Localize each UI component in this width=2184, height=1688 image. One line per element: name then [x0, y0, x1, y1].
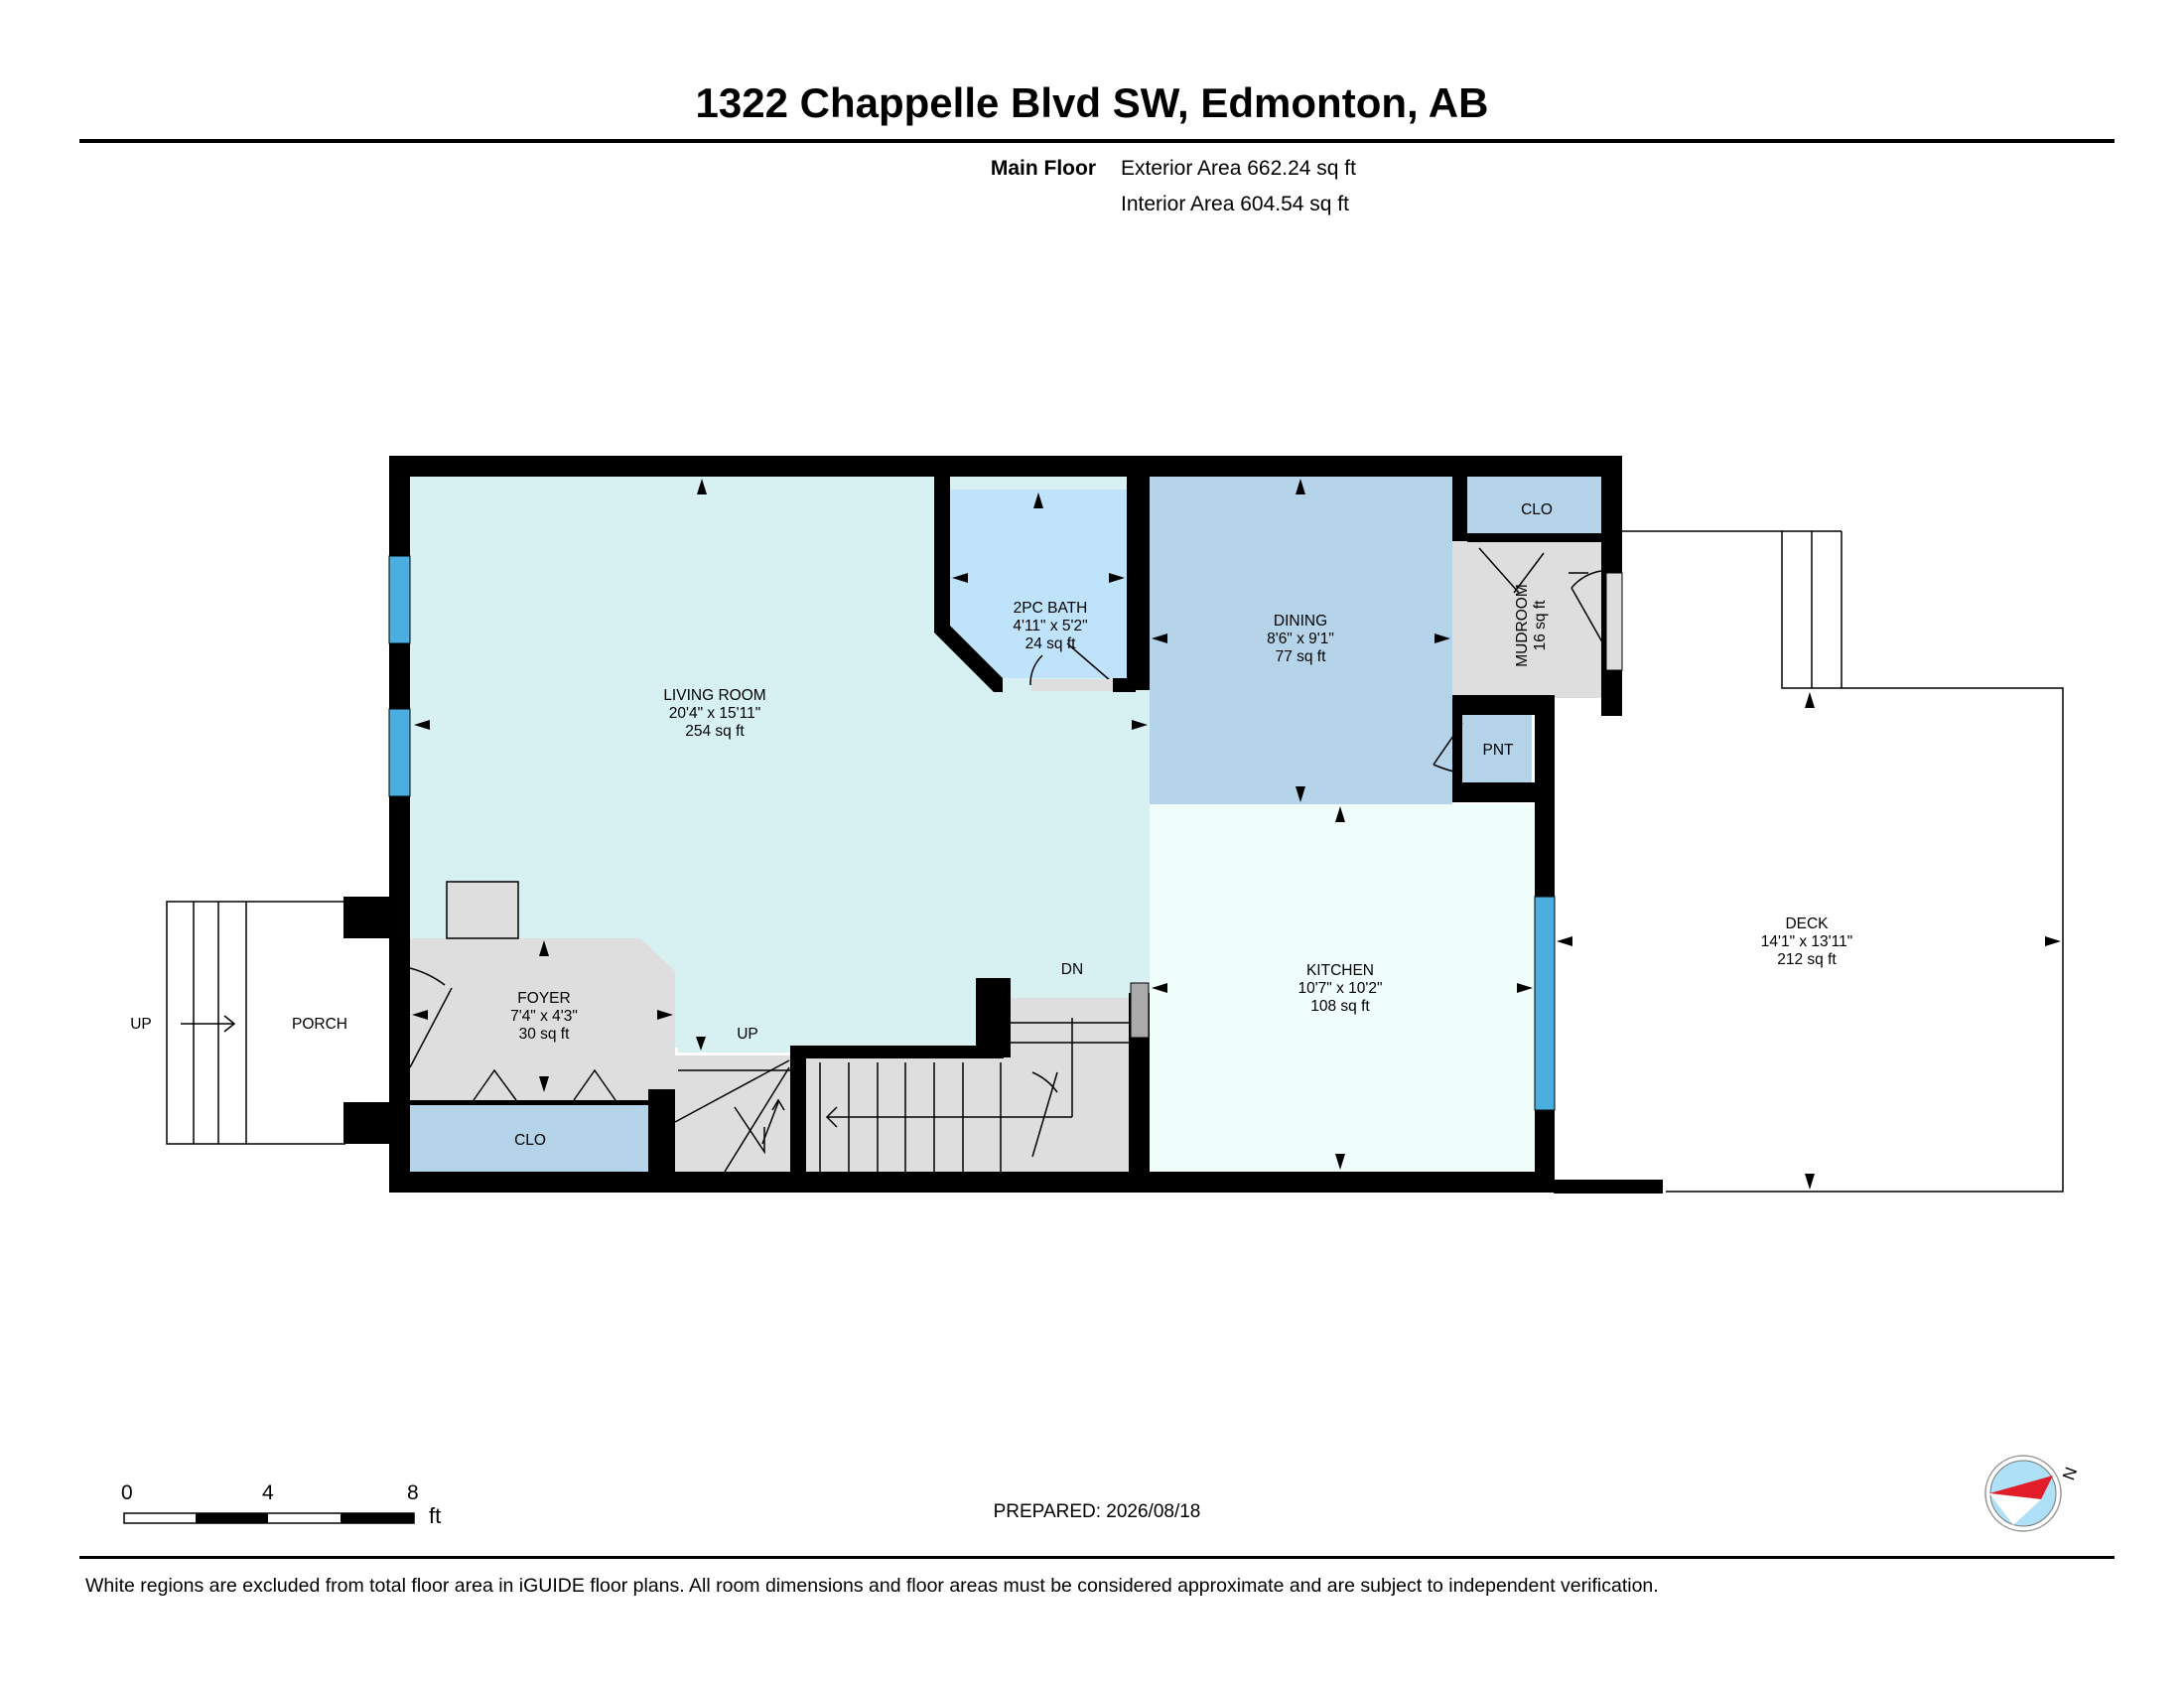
- scale-label-8: 8: [407, 1481, 419, 1504]
- prepared-date: PREPARED: 2026/08/18: [993, 1501, 1201, 1522]
- bath-dims: 4'11" x 5'2": [1013, 618, 1087, 634]
- scale-label-0: 0: [121, 1481, 133, 1504]
- deck-name: DECK: [1785, 915, 1829, 932]
- disclaimer: White regions are excluded from total fl…: [85, 1575, 1659, 1597]
- foyer-area: 30 sq ft: [519, 1026, 571, 1043]
- closet-top-fill: [1467, 477, 1601, 541]
- closet-doors: [473, 1068, 616, 1101]
- dining-name: DINING: [1274, 613, 1327, 630]
- deck-area: 212 sq ft: [1777, 951, 1837, 968]
- mudroom-door-threshold: [1605, 572, 1623, 671]
- living-room-dims: 20'4" x 15'11": [669, 705, 760, 722]
- interior-dn-label: DN: [1061, 961, 1083, 978]
- scale-unit: ft: [429, 1503, 442, 1528]
- porch-name: PORCH: [292, 1016, 347, 1033]
- closet-foyer-fill: [410, 1105, 648, 1172]
- living-room-area: 254 sq ft: [685, 723, 745, 740]
- dimension-arrows: [412, 479, 2061, 1190]
- closet-foyer-name: CLO: [514, 1132, 546, 1149]
- north-arrow-icon: N: [1983, 1452, 2083, 1540]
- footer-divider: [79, 1556, 2115, 1559]
- porch-stair-label: UP: [130, 1016, 152, 1033]
- deck-dims: 14'1" x 13'11": [1761, 933, 1852, 950]
- porch-outline: [166, 901, 345, 1145]
- scale-label-4: 4: [262, 1481, 274, 1504]
- pantry-fill: [1462, 715, 1532, 782]
- floor-name: Main Floor: [990, 157, 1096, 180]
- interior-area: Interior Area 604.54 sq ft: [1121, 193, 1349, 215]
- kitchen-area: 108 sq ft: [1310, 998, 1370, 1015]
- room-labels: LIVING ROOM 20'4" x 15'11" 254 sq ft 2PC…: [130, 501, 1852, 1149]
- interior-up-label: UP: [737, 1026, 758, 1043]
- stair-main-area: [804, 1057, 1132, 1172]
- compass-label: N: [2059, 1465, 2081, 1482]
- bath-area: 24 sq ft: [1025, 635, 1077, 652]
- dining-fill: [1150, 477, 1452, 804]
- header-divider: [79, 139, 2115, 143]
- pantry-name: PNT: [1483, 742, 1515, 759]
- dining-area: 77 sq ft: [1276, 648, 1327, 665]
- mudroom-name: MUDROOM: [1514, 584, 1531, 667]
- stair-dn-area: [1011, 998, 1132, 1057]
- stair-rail: [1130, 982, 1150, 1039]
- exterior-area: Exterior Area 662.24 sq ft: [1121, 157, 1356, 180]
- mudroom-area: 16 sq ft: [1532, 600, 1549, 651]
- windows: [388, 555, 1556, 1111]
- walls: [343, 456, 1663, 1194]
- page-title: 1322 Chappelle Blvd SW, Edmonton, AB: [695, 79, 1489, 126]
- living-room-name: LIVING ROOM: [663, 687, 765, 704]
- kitchen-name: KITCHEN: [1306, 962, 1374, 979]
- foyer-name: FOYER: [517, 990, 570, 1007]
- deck-outline: [1621, 530, 2064, 1193]
- kitchen-dims: 10'7" x 10'2": [1297, 980, 1382, 997]
- bath-door-threshold: [1031, 679, 1113, 691]
- storage-box: [446, 881, 519, 939]
- foyer-dims: 7'4" x 4'3": [510, 1008, 578, 1025]
- dining-dims: 8'6" x 9'1": [1267, 631, 1334, 647]
- kitchen-fill: [1150, 804, 1535, 1172]
- foyer-fill: [410, 938, 675, 1102]
- stair-treads: [674, 1018, 1129, 1173]
- bath-fill: [950, 490, 1127, 678]
- bath-name: 2PC BATH: [1014, 600, 1088, 617]
- scale-bar: [123, 1512, 415, 1524]
- closet-top-name: CLO: [1521, 501, 1553, 518]
- mudroom-fill: [1452, 541, 1601, 698]
